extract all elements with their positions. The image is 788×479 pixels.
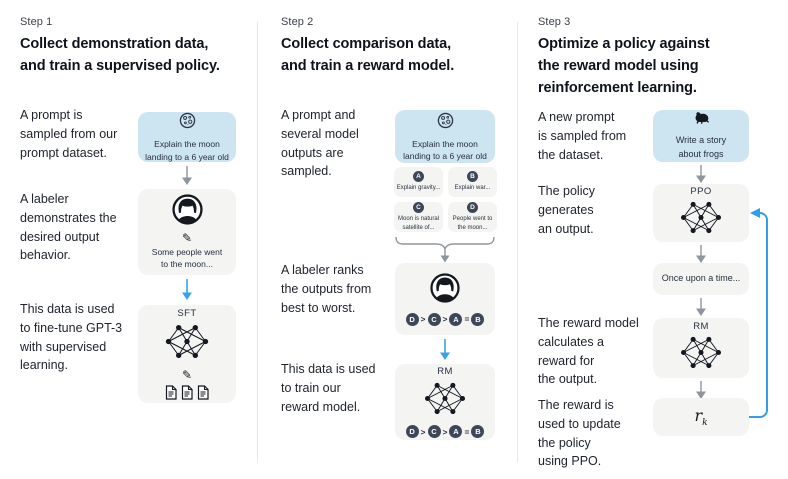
rank-separator: = [464, 426, 470, 437]
step1-caption-prompt: A prompt is sampled from our prompt data… [20, 108, 118, 160]
labeler-avatar-icon [171, 194, 203, 230]
step3-output-text: Once upon a time... [661, 273, 741, 284]
step3-reward-card: rk [653, 398, 749, 436]
frog-icon [693, 111, 710, 130]
labeler-avatar-icon [430, 272, 460, 308]
step3-output-card: Once upon a time... [653, 263, 749, 295]
column-divider [257, 22, 258, 462]
step3-prompt-card: Write a story about frogs [653, 110, 749, 162]
step3-caption-reward-model: The reward model calculates a reward for… [538, 316, 639, 387]
rm-title: RM [437, 366, 453, 377]
step2-labeler-card: D > C > A = B [395, 263, 495, 335]
step1-label: Step 1 [20, 16, 53, 28]
arrow-down-gray [694, 298, 708, 322]
step1-heading: Collect demonstration data, and train a … [20, 36, 220, 74]
arrow-down-gray [694, 165, 708, 189]
rank-separator: > [420, 314, 426, 324]
network-icon [164, 323, 210, 365]
reward-formula: rk [694, 405, 708, 429]
step3-caption-update: The reward is used to update the policy … [538, 398, 621, 469]
step2-caption-ranks: A labeler ranks the outputs from best to… [281, 263, 372, 315]
arrow-down-gray [694, 245, 708, 269]
step1-caption-labeler: A labeler demonstrates the desired outpu… [20, 192, 117, 263]
step3-heading: Optimize a policy against the reward mod… [538, 36, 710, 96]
step1-prompt-text: Explain the moon landing to a 6 year old [145, 139, 229, 162]
step2-heading: Collect comparison data, and train a rew… [281, 36, 455, 74]
network-icon [679, 335, 723, 375]
step2-caption-train: This data is used to train our reward mo… [281, 362, 376, 414]
output-text: Explain gravity... [396, 185, 441, 192]
ranking-row: D > C > A = B [405, 312, 485, 326]
output-text: Explain war... [454, 185, 491, 192]
moon-icon [178, 111, 197, 135]
step2-caption-sampled: A prompt and several model outputs are s… [281, 108, 359, 179]
ranking-row: D > C > A = B [405, 425, 485, 438]
rank-chip: B [471, 425, 485, 438]
letter-badge: A [413, 171, 424, 183]
rank-separator: > [420, 426, 426, 437]
step1-sft-card: SFT ✎ [138, 305, 236, 403]
step1-labeler-card: ✎ Some people went to the moon... [138, 189, 236, 275]
documents-icon [165, 385, 210, 400]
rank-separator: = [464, 314, 470, 324]
step3-ppo-card: PPO [653, 184, 749, 242]
letter-badge: C [413, 202, 424, 214]
rm-title: RM [693, 321, 709, 332]
rank-chip: C [427, 312, 441, 326]
output-card-b: B Explain war... [448, 167, 497, 197]
output-text: People went to the moon... [452, 216, 493, 231]
output-text: Moon is natural satellite of... [397, 216, 440, 231]
rank-chip: D [405, 312, 419, 326]
rank-chip: A [449, 312, 463, 326]
pencil-icon: ✎ [181, 368, 193, 382]
letter-badge: B [467, 171, 478, 183]
arrow-down-blue [438, 339, 452, 366]
step3-label: Step 3 [538, 16, 571, 28]
brace-arrow [394, 236, 496, 269]
arrow-down-blue [180, 279, 194, 306]
output-card-d: D People went to the moon... [448, 202, 497, 232]
step2-prompt-text: Explain the moon landing to a 6 year old [403, 138, 487, 161]
step2-prompt-card: Explain the moon landing to a 6 year old [395, 110, 495, 163]
network-icon [679, 200, 723, 240]
output-card-c: C Moon is natural satellite of... [394, 202, 443, 232]
moon-icon [436, 111, 455, 135]
network-icon [423, 381, 467, 421]
step3-rm-card: RM [653, 318, 749, 378]
rank-chip: A [449, 425, 463, 438]
output-card-a: A Explain gravity... [394, 167, 443, 197]
rank-chip: B [471, 312, 485, 326]
rank-chip: C [427, 425, 441, 438]
step3-caption-prompt: A new prompt is sampled from the dataset… [538, 110, 627, 162]
arrow-down-gray [694, 381, 708, 405]
letter-badge: D [467, 202, 478, 214]
step1-caption-finetune: This data is used to fine-tune GPT-3 wit… [20, 302, 123, 373]
arrow-down-gray [180, 166, 194, 191]
rank-separator: > [442, 426, 448, 437]
step1-prompt-card: Explain the moon landing to a 6 year old [138, 112, 236, 162]
ppo-title: PPO [690, 186, 712, 197]
step2-rm-card: RM D > C > A = B [395, 364, 495, 440]
pencil-icon: ✎ [181, 230, 193, 245]
sft-title: SFT [177, 308, 197, 319]
rank-chip: D [405, 425, 419, 438]
step3-prompt-text: Write a story about frogs [675, 135, 727, 159]
column-divider [517, 22, 518, 462]
step3-caption-policy: The policy generates an output. [538, 184, 595, 236]
step2-label: Step 2 [281, 16, 314, 28]
step1-labeler-text: Some people went to the moon... [151, 246, 223, 269]
rank-separator: > [442, 314, 448, 324]
